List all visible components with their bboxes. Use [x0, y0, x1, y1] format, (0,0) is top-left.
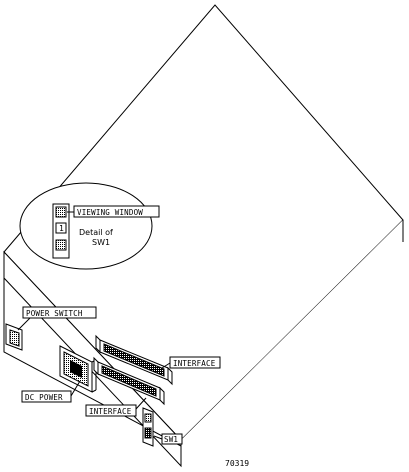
- enclosure-right-face: [181, 220, 403, 458]
- interface-connector-lower: [93, 356, 165, 406]
- callout-sw1: SW1: [153, 433, 183, 445]
- detail-caption-line2: SW1: [92, 238, 110, 247]
- svg-text:SW1: SW1: [164, 435, 178, 444]
- svg-text:POWER SWITCH: POWER SWITCH: [26, 309, 83, 318]
- sw1-switch: [142, 407, 154, 447]
- figure-number: 70319: [225, 459, 249, 468]
- viewing-window-top: [55, 206, 67, 218]
- switch-position-1: [55, 222, 67, 234]
- power-switch: [5, 323, 23, 351]
- svg-text:DC POWER: DC POWER: [25, 393, 63, 402]
- callout-power-switch: POWER SWITCH: [17, 306, 97, 331]
- interface-connector-upper: [95, 334, 173, 386]
- switch-position-label: 1: [59, 224, 64, 233]
- callout-interface-upper: INTERFACE: [161, 356, 221, 369]
- sw1-detail-bubble: 1 Detail of SW1: [19, 182, 153, 270]
- svg-text:VIEWING WINDOW: VIEWING WINDOW: [77, 208, 143, 217]
- svg-text:INTERFACE: INTERFACE: [89, 407, 132, 416]
- detail-caption-line1: Detail of: [79, 228, 113, 237]
- viewing-window-bottom: [55, 239, 67, 251]
- callout-dc-power: DC POWER: [21, 380, 81, 403]
- dc-power-connector: [59, 345, 97, 393]
- callout-viewing-window: VIEWING WINDOW: [67, 205, 160, 218]
- callout-interface-lower: INTERFACE: [85, 397, 147, 417]
- svg-text:INTERFACE: INTERFACE: [173, 359, 216, 368]
- enclosure: [3, 4, 404, 468]
